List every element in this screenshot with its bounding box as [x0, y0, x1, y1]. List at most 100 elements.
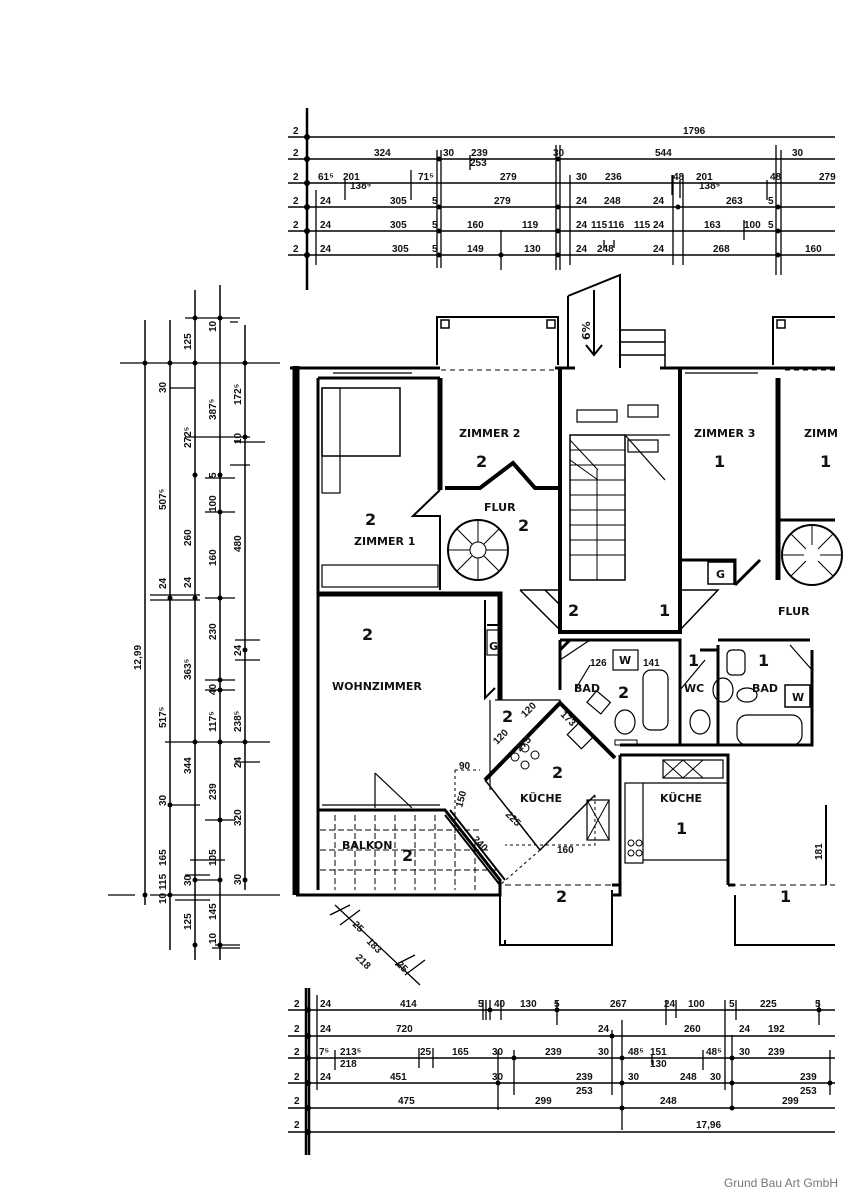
washer-label: W	[619, 654, 631, 667]
dimension-label: 272⁵	[183, 426, 194, 448]
inner-dimension-label: 225	[503, 809, 523, 829]
dimension-label: 30	[443, 148, 455, 159]
dimension-label: 100	[208, 495, 219, 512]
inner-dimension-label: 90	[459, 761, 471, 772]
unit-number: 2	[568, 601, 579, 620]
unit-number: 2	[552, 763, 563, 782]
dimension-label: 24	[664, 999, 676, 1010]
dimension-level-label: 2	[293, 126, 299, 137]
dimension-label: 151	[650, 1047, 667, 1058]
dimension-level-label: 2	[293, 220, 299, 231]
dimension-label: 10	[233, 432, 244, 444]
gas-meter-label: G	[489, 640, 498, 653]
dimension-label: 24	[158, 577, 169, 589]
dimension-label: 260	[684, 1024, 701, 1035]
dimension-label: 387⁵	[208, 398, 219, 420]
dimension-label: 10	[208, 932, 219, 944]
dimension-label: 5	[208, 472, 219, 478]
unit-number: 1	[676, 819, 687, 838]
inner-dimension-label: 120	[519, 700, 539, 720]
dimension-label: 130	[524, 244, 541, 255]
dimension-label: 239	[576, 1072, 593, 1083]
dimension-lines	[108, 108, 835, 1155]
dimension-label: 149	[467, 244, 484, 255]
dimension-label: 253	[576, 1086, 593, 1097]
dimension-label: 5	[432, 244, 438, 255]
dimension-label: 475	[398, 1096, 415, 1107]
dimension-label: 5	[432, 220, 438, 231]
dimension-label: 24	[320, 1024, 332, 1035]
dimension-label: 5	[729, 999, 735, 1010]
room-name-balkon: BALKON	[342, 839, 393, 852]
dimension-label: 248	[680, 1072, 697, 1083]
dimension-label: 115	[634, 220, 651, 231]
dimension-label: 17,96	[696, 1120, 721, 1131]
dimension-label: 239	[208, 783, 219, 800]
dimension-label: 517⁵	[158, 706, 169, 728]
dimension-label: 260	[183, 529, 194, 546]
dimension-label: 239	[768, 1047, 785, 1058]
dimension-label: 544	[655, 148, 672, 159]
dimension-label: 30	[628, 1072, 640, 1083]
dimension-level-label: 2	[294, 1072, 300, 1083]
dimension-label: 48⁵	[628, 1047, 644, 1058]
dimension-label: 279	[500, 172, 517, 183]
dimension-label: 7⁵	[319, 1047, 330, 1058]
dimension-label: 30	[158, 794, 169, 806]
dimension-level-label: 2	[294, 1024, 300, 1035]
dimension-label: 12,99	[133, 645, 144, 670]
dimension-label: 24	[576, 220, 588, 231]
dimension-label: 24	[653, 220, 665, 231]
room-name-zimmer-3: ZIMMER 3	[694, 427, 755, 440]
room-name-wohnzimmer: WOHNZIMMER	[332, 680, 422, 693]
unit-number: 1	[659, 601, 670, 620]
dimension-level-label: 2	[294, 1120, 300, 1131]
dimension-label: 25	[420, 1047, 432, 1058]
dimension-label: 299	[782, 1096, 799, 1107]
dimension-label: 138⁵	[350, 181, 372, 192]
dimension-label: 30	[492, 1047, 504, 1058]
dimension-label: 239	[800, 1072, 817, 1083]
dimension-label: 5	[478, 999, 484, 1010]
dimension-label: 1796	[683, 126, 706, 137]
unit-number: 1	[780, 887, 791, 906]
dimension-label: 305	[392, 244, 409, 255]
room-name-zimmer-4: ZIMM	[804, 427, 838, 440]
dimension-label: 268	[713, 244, 730, 255]
dimension-label: 117⁵	[208, 711, 219, 732]
dimension-label: 201	[696, 172, 713, 183]
dimension-label: 218	[340, 1059, 357, 1070]
dimension-label: 10	[158, 892, 169, 904]
dimension-label: 230	[208, 623, 219, 640]
room-name-kueche-1: KÜCHE	[660, 791, 702, 805]
dimension-label: 5	[815, 999, 821, 1010]
dimension-label: 5	[768, 220, 774, 231]
dimension-label: 24	[598, 1024, 610, 1035]
dimension-label: 24	[233, 756, 244, 768]
dimension-label: 248	[660, 1096, 677, 1107]
dimension-label: 24	[320, 220, 332, 231]
dimension-label: 30	[598, 1047, 610, 1058]
unit-number: 2	[556, 887, 567, 906]
dimension-label: 40	[208, 683, 219, 695]
dimension-label: 253	[800, 1086, 817, 1097]
dimension-label: 30	[739, 1047, 751, 1058]
room-name-bad-1: BAD	[752, 682, 778, 695]
dimension-label: 305	[390, 220, 407, 231]
dimension-label: 414	[400, 999, 417, 1010]
room-name-kueche-2: KÜCHE	[520, 791, 562, 805]
dimension-label: 163	[704, 220, 721, 231]
dimension-label: 48	[770, 172, 782, 183]
dimension-label: 201	[343, 172, 360, 183]
unit-number: 1	[688, 651, 699, 670]
dimension-label: 344	[183, 757, 194, 774]
dimension-level-label: 2	[294, 1096, 300, 1107]
dimension-label: 239	[545, 1047, 562, 1058]
unit-number: 2	[476, 452, 487, 471]
dimension-label: 263	[726, 196, 743, 207]
room-name-zimmer-1: ZIMMER 1	[354, 535, 415, 548]
dimension-label: 324	[374, 148, 391, 159]
inner-dimension-label: 275	[514, 734, 534, 754]
dimension-label: 130	[650, 1059, 667, 1070]
dimension-label: 279	[494, 196, 511, 207]
